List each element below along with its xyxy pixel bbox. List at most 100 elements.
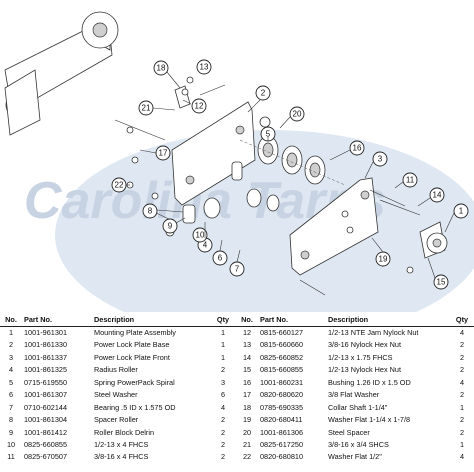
svg-text:20: 20 xyxy=(293,110,302,119)
svg-text:17: 17 xyxy=(159,149,168,158)
svg-text:18: 18 xyxy=(157,64,166,73)
svg-text:16: 16 xyxy=(353,144,362,153)
callout-15: 15 xyxy=(433,274,449,290)
cell-part-no: 0815-660855 xyxy=(260,365,304,375)
cell-no: 20 xyxy=(242,427,252,437)
cell-qty: 4 xyxy=(459,377,465,387)
svg-text:10: 10 xyxy=(196,231,205,240)
svg-text:8: 8 xyxy=(148,207,153,216)
cell-description: Collar Shaft 1-1/4" xyxy=(328,402,388,412)
header-description-right: Description xyxy=(328,315,369,324)
svg-text:1: 1 xyxy=(459,207,464,216)
cell-description: Steel Washer xyxy=(94,390,138,400)
cell-qty: 1 xyxy=(220,328,226,337)
cell-part-no: 0785-690335 xyxy=(260,402,304,412)
mounting-plate-assembly xyxy=(419,221,448,259)
spring-powerpack-group xyxy=(239,135,346,186)
header-no: No. xyxy=(5,315,17,324)
cell-qty: 2 xyxy=(220,427,226,437)
cell-qty: 1 xyxy=(459,402,465,412)
cell-no: 9 xyxy=(8,427,14,437)
cell-description: Roller Block Delrin xyxy=(94,427,155,437)
svg-text:4: 4 xyxy=(203,241,208,250)
cell-qty: 2 xyxy=(459,352,465,362)
cell-no: 8 xyxy=(8,415,14,425)
cell-no: 4 xyxy=(8,365,14,375)
cell-qty: 6 xyxy=(220,390,226,400)
cell-no: 19 xyxy=(242,415,252,425)
svg-text:21: 21 xyxy=(142,104,151,113)
cell-no: 15 xyxy=(242,365,252,375)
svg-text:2: 2 xyxy=(261,89,266,98)
cell-description: 1/2-13 Nylock Hex Nut xyxy=(328,365,401,375)
cell-part-no: 0820-680411 xyxy=(260,415,303,425)
cell-qty: 3 xyxy=(220,377,226,387)
callout-12: 12 xyxy=(191,98,207,114)
cell-part-no: 1001-861337 xyxy=(24,352,68,362)
callout-1: 1 xyxy=(453,203,469,219)
table-row: 4 1001-861325 Radius Roller 2 15 0815-660855 1… xyxy=(0,364,474,376)
header-no-right: No. xyxy=(241,315,253,324)
cell-part-no: 0710-602144 xyxy=(24,402,68,412)
cell-description: Bushing 1.26 ID x 1.5 OD xyxy=(328,377,411,387)
cell-no: 5 xyxy=(8,377,14,387)
cell-part-no: 0815-660660 xyxy=(260,340,304,350)
svg-text:5: 5 xyxy=(266,130,271,139)
cell-part-no: 0825-617250 xyxy=(260,439,304,449)
svg-text:7: 7 xyxy=(235,265,240,274)
callout-9: 9 xyxy=(162,218,178,234)
cell-description: Spring PowerPack Spiral xyxy=(94,377,175,387)
cell-no: 2 xyxy=(8,340,14,350)
cell-description: Steel Spacer xyxy=(328,427,370,437)
cell-qty: 2 xyxy=(220,365,226,375)
callout-3: 3 xyxy=(372,151,388,167)
header-qty-right: Qty xyxy=(455,315,469,324)
watermark-ellipse xyxy=(55,130,474,312)
cell-no: 14 xyxy=(242,352,252,362)
cell-description: Radius Roller xyxy=(94,365,138,375)
cell-no: 13 xyxy=(242,340,252,350)
cell-no: 21 xyxy=(242,439,252,449)
bolt-group xyxy=(114,84,421,296)
header-part-no: Part No. xyxy=(24,315,52,324)
cell-no: 7 xyxy=(8,402,14,412)
callout-17: 17 xyxy=(155,145,171,161)
cell-qty: 1 xyxy=(220,340,226,350)
cell-part-no: 1001-861325 xyxy=(24,365,68,375)
cell-description: 3/8 Flat Washer xyxy=(328,390,380,400)
roller-group xyxy=(182,161,280,224)
callout-leaders xyxy=(126,71,455,279)
assembled-thumbnail xyxy=(4,11,119,136)
header-part-no-right: Part No. xyxy=(260,315,288,324)
cell-qty: 1 xyxy=(220,352,226,362)
cell-part-no: 0715-619550 xyxy=(24,377,68,387)
cell-qty: 2 xyxy=(459,390,465,400)
cell-part-no: 1001-861304 xyxy=(24,415,68,425)
cell-part-no: 1001-861330 xyxy=(24,340,68,350)
cell-description: Spacer Roller xyxy=(94,415,139,425)
header-qty: Qty xyxy=(216,315,230,324)
callout-8: 8 xyxy=(142,203,158,219)
cell-description: 1/2-13 x 4 FHCS xyxy=(94,439,149,449)
cell-no: 10 xyxy=(6,439,16,449)
cell-no: 22 xyxy=(242,452,252,462)
cell-no: 12 xyxy=(242,328,252,337)
cell-part-no: 1001-961301 xyxy=(24,328,68,337)
callout-22: 22 xyxy=(111,177,127,193)
callout-20: 20 xyxy=(289,106,305,122)
cell-description: Power Lock Plate Base xyxy=(94,340,170,350)
svg-text:3: 3 xyxy=(378,155,383,164)
svg-text:14: 14 xyxy=(433,191,442,200)
svg-text:19: 19 xyxy=(379,255,388,264)
callout-7: 7 xyxy=(229,261,245,277)
callout-2: 2 xyxy=(255,85,271,101)
parts-table: No. Part No. Description Qty No. Part No… xyxy=(0,314,474,464)
cell-description: 3/8-16 x 3/4 SHCS xyxy=(328,439,389,449)
cell-part-no: 1001-860231 xyxy=(260,377,304,387)
cell-qty: 2 xyxy=(220,452,226,462)
